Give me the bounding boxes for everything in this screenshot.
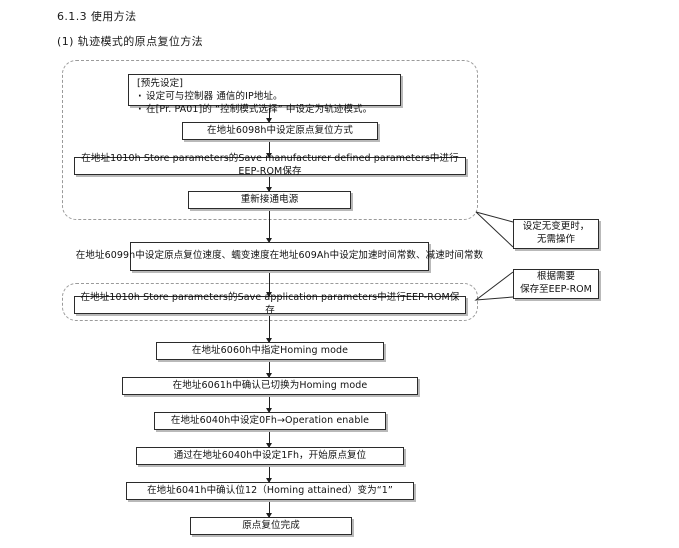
flow-node-preliminary-settings: [预先设定] 设定可与控制器 通信的IP地址。 在[Pr. PA01]的 “控制…	[128, 74, 401, 115]
flow-node-set-speeds-6099h-609Ah: 在地址6099h中设定原点复位速度、蠕变速度 在地址609Ah中设定加速时间常数…	[76, 242, 483, 271]
note-save-eep-line2: 保存至EEP-ROM	[520, 284, 592, 295]
connector-arrow	[266, 271, 272, 297]
connector-arrow	[266, 465, 272, 483]
flow-node-confirm-homing-mode-6061h: 在地址6061h中确认已切换为Homing mode	[122, 377, 418, 395]
dashed-group-initial-settings	[62, 60, 478, 220]
flow-node-power-cycle: 重新接通电源	[188, 191, 351, 209]
flow-node-eeprom-save-application-1010h: 在地址1010h Store parameters的Save applicati…	[74, 292, 466, 316]
flow-node-specify-homing-mode-6060h: 在地址6060h中指定Homing mode	[156, 342, 384, 360]
node-6099h-line1: 在地址6099h中设定原点复位速度、蠕变速度	[75, 250, 270, 262]
dashed-group-eeprom-save	[62, 283, 478, 321]
flow-node-eeprom-save-manufacturer-1010h: 在地址1010h Store parameters的Save manufactu…	[74, 153, 466, 177]
subsection-heading: (1) 轨迹模式的原点复位方法	[57, 35, 204, 48]
callout-note-no-change-required: 设定无变更时， 无需操作	[513, 219, 599, 249]
note-no-change-line1: 设定无变更时，	[522, 221, 590, 233]
flow-node-confirm-homing-attained-6041h: 在地址6041h中确认位12（Homing attained）变为“1”	[126, 482, 414, 500]
connector-arrow	[266, 209, 272, 243]
flow-node-homing-complete: 原点复位完成	[190, 517, 352, 535]
connector-arrow	[266, 175, 272, 192]
connector-arrow	[266, 395, 272, 413]
flow-node-operation-enable-6040h: 在地址6040h中设定0Fh→Operation enable	[154, 412, 386, 430]
connector-arrow	[266, 360, 272, 378]
connector-arrow	[266, 140, 272, 158]
section-heading: 6.1.3 使用方法	[57, 10, 137, 23]
callout-note-save-to-eeprom: 根据需要 保存至EEP-ROM	[513, 269, 599, 299]
preliminary-title: [预先设定]	[137, 78, 184, 89]
note-no-change-line2: 无需操作	[536, 234, 575, 245]
preliminary-bullet-ip-address: 设定可与控制器 通信的IP地址。	[137, 91, 396, 104]
note-save-eep-line1: 根据需要	[536, 271, 575, 283]
node-6099h-line2: 在地址609Ah中设定加速时间常数、减速时间常数	[269, 250, 484, 262]
connector-arrow	[266, 314, 272, 343]
connector-arrow	[266, 430, 272, 448]
preliminary-bullet-control-mode: 在[Pr. PA01]的 “控制模式选择” 中设定为轨迹模式。	[137, 104, 396, 117]
flow-node-set-homing-method-6098h: 在地址6098h中设定原点复位方式	[182, 122, 378, 140]
connector-arrow	[266, 500, 272, 518]
flow-node-start-homing-6040h: 通过在地址6040h中设定1Fh，开始原点复位	[136, 447, 404, 465]
